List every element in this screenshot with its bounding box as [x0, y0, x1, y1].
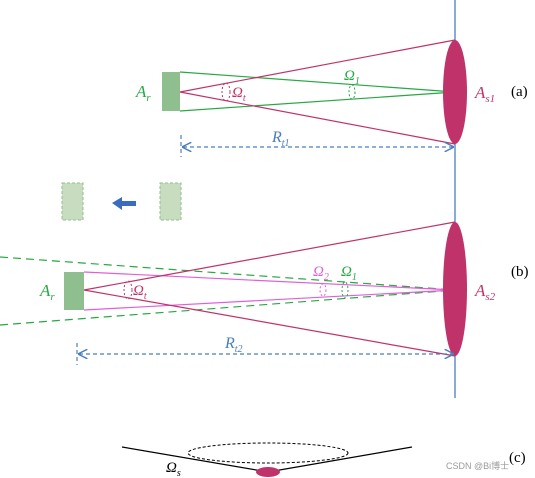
movement-indicator	[61, 182, 182, 221]
omega-s-label: Ωs	[166, 460, 181, 478]
omega-t-marker-b	[123, 280, 133, 300]
receiver-ar-rect-a	[162, 72, 180, 111]
pink-ray-bottom-a	[179, 91, 456, 145]
green-ray-top-a	[179, 71, 456, 93]
panel-c: Ωs (c)	[121, 442, 526, 478]
watermark-text: CSDN @Bi博士	[446, 460, 509, 471]
cone-right-line	[267, 446, 413, 473]
panel-tag-a: (a)	[511, 84, 528, 100]
source-label-b: As2	[474, 281, 496, 303]
source-as1-ellipse	[443, 40, 467, 144]
green-ray-bottom-a	[179, 91, 456, 112]
receiver-ghost-left	[61, 182, 84, 221]
omega-t-label-b: Ωt	[133, 283, 147, 302]
omega-t-label-a: Ωt	[232, 85, 246, 104]
receiver-ghost-right	[159, 182, 182, 221]
magenta-ray-top-b	[83, 271, 456, 291]
pink-ray-top-b	[83, 221, 456, 291]
pink-ray-top-a	[179, 39, 456, 93]
receiver-ar-rect-b	[64, 272, 84, 310]
panel-tag-c: (c)	[509, 450, 526, 466]
receiver-label-a: Ar	[135, 82, 151, 104]
green-dashed-ray-top-b	[0, 256, 456, 291]
pink-ray-bottom-b	[83, 289, 456, 357]
distance-label-b: Rt2	[224, 335, 243, 355]
panel-tag-b: (b)	[511, 264, 529, 280]
panel-b: Ar Ωt Ω2 Ω1 As2 (b) Rt2	[0, 221, 529, 365]
omega-t-marker-a	[221, 82, 231, 102]
omega-2-label-b: Ω2	[313, 264, 329, 283]
cone-left-line	[121, 446, 269, 473]
omega-1-label-a: Ω1	[344, 68, 360, 87]
green-dashed-ray-bottom-b	[0, 289, 456, 326]
receiver-label-b: Ar	[39, 281, 55, 303]
omega-1-marker-b	[341, 281, 349, 299]
move-left-arrow-icon	[112, 197, 136, 210]
source-label-a: As1	[474, 83, 495, 105]
source-as2-ellipse	[443, 222, 467, 356]
distance-label-a: Rt1	[271, 129, 290, 149]
cone-top-dashed-ellipse	[187, 442, 349, 464]
source-dot-c	[256, 467, 280, 477]
omega-1-marker-a	[348, 84, 356, 100]
magenta-ray-bottom-b	[83, 289, 456, 311]
omega-2-marker-b	[319, 283, 327, 297]
omega-1-label-b: Ω1	[341, 264, 357, 283]
panel-a: Ar Ωt Ω1 As1 (a) Rt1	[135, 39, 528, 157]
